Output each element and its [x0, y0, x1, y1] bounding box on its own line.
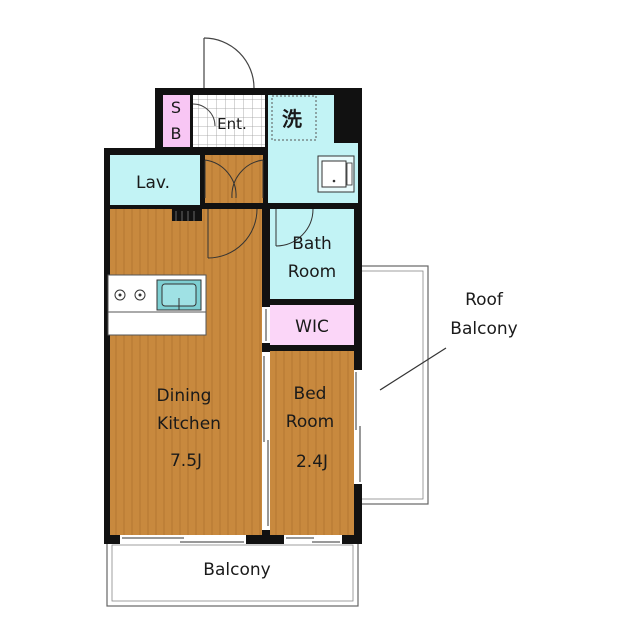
bed-label-2: Room [286, 412, 334, 432]
entrance-label: Ent. [217, 115, 247, 133]
dk-door[interactable] [207, 208, 258, 259]
bath-label-1: Bath [292, 234, 332, 254]
washer-label: 洗 [282, 107, 302, 131]
sb-label-2: B [171, 124, 182, 143]
bed-size: 2.4J [296, 452, 328, 472]
balcony [106, 539, 359, 607]
roof-balcony-leader [379, 347, 447, 391]
bath-label-2: Room [288, 262, 336, 282]
sb-label-1: S [171, 98, 181, 117]
sink-icon [156, 279, 202, 311]
wic-label: WIC [295, 317, 329, 337]
wash-basin [317, 155, 355, 193]
bath-room [270, 209, 354, 299]
stove-icon [114, 289, 146, 301]
dining-kitchen [110, 209, 262, 535]
lavatory-label: Lav. [136, 173, 170, 193]
lavatory [110, 155, 200, 205]
shoe-box [163, 95, 190, 147]
lavatory-door[interactable] [204, 159, 264, 199]
dining-size: 7.5J [170, 451, 202, 471]
balcony-label: Balcony [203, 560, 270, 580]
dining-label-1: Dining [157, 386, 212, 406]
roof-balcony [355, 265, 447, 505]
entrance-door[interactable] [203, 37, 255, 89]
roof-balcony-label-2: Balcony [450, 319, 517, 339]
bed-label-1: Bed [294, 384, 327, 404]
bed-room [270, 351, 354, 535]
bedroom-window [354, 370, 362, 484]
sliding-doors[interactable] [262, 307, 270, 530]
bath-door[interactable] [275, 208, 314, 247]
dining-label-2: Kitchen [157, 414, 221, 434]
balcony-windows [120, 535, 342, 544]
washer-pan [271, 95, 317, 141]
walk-in-closet [270, 305, 354, 345]
roof-balcony-label-1: Roof [465, 290, 504, 310]
entrance-floor [193, 95, 265, 147]
kitchen-counter [107, 274, 207, 336]
